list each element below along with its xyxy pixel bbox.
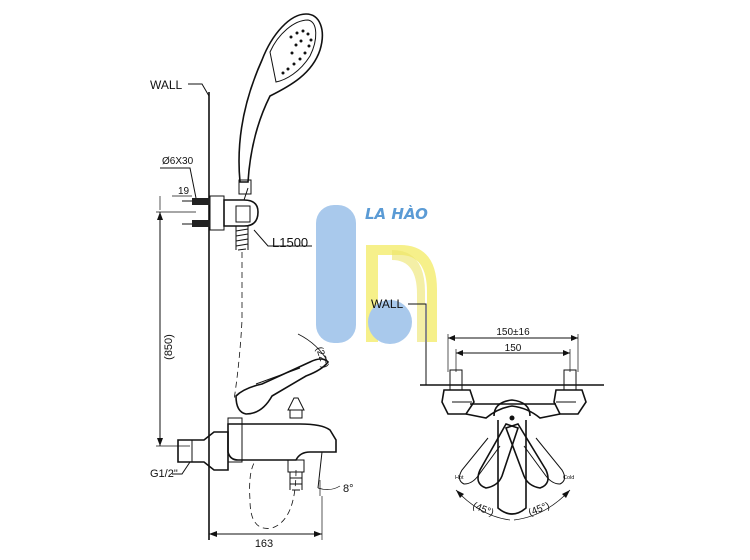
logo-yellow-arc-inner: [392, 250, 425, 342]
hose-coil: [235, 225, 249, 251]
hose-length-label: L1500: [272, 235, 308, 250]
spout-angle-label: 8°: [343, 483, 354, 495]
centers-range-label: 150±16: [496, 327, 530, 338]
logo-blue-circle: [368, 300, 412, 344]
shower-face: [269, 19, 317, 83]
depth-163-label: 163: [255, 538, 273, 550]
mixer-body: [227, 423, 337, 461]
angle-left-label: (45°): [471, 501, 495, 519]
side-view: WALL: [150, 13, 354, 550]
wall-holder: [182, 187, 259, 231]
holder-plate: [209, 195, 225, 231]
lever-cold-position: [504, 423, 549, 489]
mixer-lever: [235, 358, 330, 415]
wall-label-right: WALL: [371, 297, 404, 311]
inlet-leader: [172, 461, 191, 475]
left-connector: [441, 369, 475, 415]
logo-blue-bar: [316, 205, 356, 343]
watermark-logo: LA HÀO: [316, 204, 437, 344]
wall-leader-right: [408, 303, 427, 385]
mixer-body-side: [177, 358, 337, 491]
spout-axis: [317, 451, 323, 489]
spout-top: [497, 420, 527, 515]
inlet-thread-label: G1/2": [150, 468, 178, 480]
lever-cold-ghost: [523, 437, 566, 485]
inlet-connector: [177, 431, 229, 471]
mixer-center: [509, 415, 515, 421]
hot-label: Hot: [455, 475, 464, 481]
mixer-cap: [493, 399, 531, 417]
mixer-body-top: [465, 403, 561, 419]
hand-shower: [238, 13, 324, 195]
mixer-flange: [227, 417, 243, 463]
lever-hot-ghost: [458, 437, 501, 485]
holder-body: [223, 199, 259, 227]
hose-path: [233, 252, 297, 529]
shower-head-outline: [238, 13, 324, 183]
centers-dimension: [447, 334, 579, 372]
angle-right-label: (45°): [527, 500, 551, 518]
cold-label: Cold: [563, 475, 574, 481]
holder-socket: [235, 205, 251, 223]
height-850-label: (850): [163, 334, 175, 360]
logo-text: LA HÀO: [365, 204, 428, 223]
spout-angle-arc: [317, 485, 341, 490]
screw-label: Ø6X30: [162, 156, 194, 167]
right-connector: [553, 369, 587, 415]
screws: [182, 198, 210, 227]
lever-angle-label: (22°): [313, 346, 330, 370]
wall-leader-left: [188, 83, 210, 97]
lever-angle-arc: [297, 333, 329, 363]
shower-nozzles: [281, 29, 313, 75]
holder-neck: [243, 187, 249, 201]
wall-label-left: WALL: [150, 78, 183, 92]
hose-length-leader: [253, 229, 312, 247]
height-dimension: [156, 211, 196, 447]
centers-label: 150: [505, 343, 522, 354]
diverter-knob: [289, 409, 303, 419]
screw-leader: [160, 167, 197, 199]
shower-handle-end: [238, 179, 252, 195]
logo-yellow-arc: [366, 245, 437, 342]
offset-19-label: 19: [178, 186, 190, 197]
depth-dimension: [209, 496, 323, 540]
